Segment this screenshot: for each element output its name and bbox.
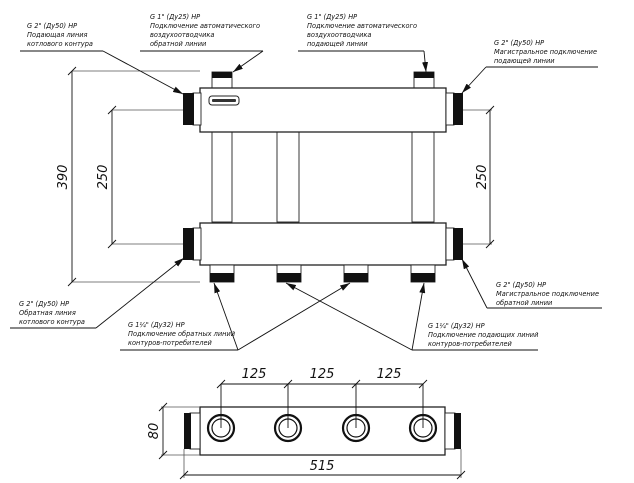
callout-air-vent-supply: G 1" (Ду25) НР Подключение автоматическо… bbox=[298, 13, 429, 73]
dimension-125-label: 125 bbox=[310, 367, 335, 382]
plan-right-nipple bbox=[444, 412, 456, 450]
leader-arrow bbox=[461, 258, 488, 309]
callout-return-boiler: G 2" (Ду50) НР Обратная линия котлового … bbox=[10, 257, 185, 329]
callout-consumer-return: G 1¼" (Ду32) НР Подключение обратных лин… bbox=[120, 282, 351, 351]
callout-text: Магистральное подключение bbox=[496, 290, 599, 298]
leader-arrow bbox=[102, 50, 184, 95]
callout-text: подающей линии bbox=[307, 40, 368, 48]
callout-text: контуров-потребителей bbox=[428, 340, 513, 348]
plan-left-nipple bbox=[189, 412, 201, 450]
dimension-125-label: 125 bbox=[377, 367, 402, 382]
tick bbox=[67, 66, 77, 76]
callout-text: обратной линии bbox=[496, 299, 553, 307]
callout-spec: G 1" (Ду25) НР bbox=[307, 13, 357, 21]
callout-consumer-supply: G 1¼" (Ду32) НР Подключение подающих лин… bbox=[285, 282, 539, 351]
dimension-515-label: 515 bbox=[310, 459, 335, 474]
thread bbox=[453, 228, 463, 260]
dimension-80-label: 80 bbox=[147, 423, 162, 440]
dimension-125-label: 125 bbox=[242, 367, 267, 382]
callout-text: котлового контура bbox=[19, 318, 85, 326]
front-view: 390 250 250 bbox=[56, 66, 495, 287]
logo-icon bbox=[212, 99, 236, 102]
lower-right-nipple bbox=[445, 227, 455, 261]
callout-text: контуров-потребителей bbox=[128, 339, 213, 347]
leader-arrow bbox=[232, 50, 264, 73]
thread bbox=[184, 413, 191, 449]
tick bbox=[216, 379, 226, 389]
tick bbox=[179, 470, 189, 480]
thread bbox=[212, 72, 232, 78]
callout-text: воздухоотводчика bbox=[150, 31, 214, 39]
dimension-250-right-label: 250 bbox=[475, 165, 490, 190]
callout-text: котлового контура bbox=[27, 40, 93, 48]
dimension-250-left-label: 250 bbox=[96, 165, 111, 190]
callout-spec: G 2" (Ду50) НР bbox=[496, 281, 546, 289]
thread bbox=[414, 72, 434, 78]
leader-arrow bbox=[213, 282, 239, 351]
thread bbox=[411, 273, 435, 282]
callout-text: Подающая линия bbox=[27, 31, 88, 39]
tick bbox=[158, 450, 168, 460]
tick bbox=[456, 470, 466, 480]
tick bbox=[67, 277, 77, 287]
callout-spec: G 2" (Ду50) НР bbox=[27, 22, 77, 30]
connecting-pipe-middle bbox=[276, 131, 300, 223]
callout-supply-boiler: G 2" (Ду50) НР Подающая линия котлового … bbox=[20, 22, 184, 95]
leader-arrow bbox=[411, 282, 426, 351]
leader-arrow bbox=[237, 282, 351, 351]
lower-left-nipple bbox=[192, 227, 202, 261]
tick bbox=[107, 239, 117, 249]
callout-text: Подключение подающих линий bbox=[428, 331, 539, 339]
thread bbox=[453, 93, 463, 125]
callout-spec: G 1¼" (Ду32) НР bbox=[128, 321, 185, 329]
lower-header bbox=[199, 222, 447, 266]
tick bbox=[485, 105, 495, 115]
tick bbox=[158, 402, 168, 412]
thread bbox=[210, 273, 234, 282]
tick bbox=[485, 239, 495, 249]
callout-main-return: G 2" (Ду50) НР Магистральное подключение… bbox=[461, 258, 602, 309]
plan-body bbox=[199, 406, 446, 456]
thread bbox=[277, 273, 301, 282]
connecting-pipe-right bbox=[411, 131, 435, 223]
callout-text: Магистральное подключение bbox=[494, 48, 597, 56]
leader-arrow bbox=[422, 50, 429, 73]
bottom-outlets bbox=[209, 264, 436, 283]
callout-text: Подключение автоматического bbox=[150, 22, 260, 30]
upper-left-nipple bbox=[192, 92, 202, 126]
callout-spec: G 2" (Ду50) НР bbox=[494, 39, 544, 47]
thread bbox=[454, 413, 461, 449]
upper-right-nipple bbox=[445, 92, 455, 126]
thread bbox=[183, 93, 194, 125]
callout-text: Обратная линия bbox=[19, 309, 76, 317]
leader-arrow bbox=[461, 66, 487, 94]
callout-spec: G 1" (Ду25) НР bbox=[150, 13, 200, 21]
callout-text: воздухоотводчика bbox=[307, 31, 371, 39]
tick bbox=[418, 379, 428, 389]
tick bbox=[283, 379, 293, 389]
tick bbox=[107, 105, 117, 115]
callout-air-vent-return: G 1" (Ду25) НР Подключение автоматическо… bbox=[140, 13, 264, 73]
callout-text: Подключение обратных линий bbox=[128, 330, 236, 338]
thread bbox=[344, 273, 368, 282]
leader-arrow bbox=[285, 282, 413, 351]
callout-spec: G 1¼" (Ду32) НР bbox=[428, 322, 485, 330]
callout-text: Подключение автоматического bbox=[307, 22, 417, 30]
tick bbox=[351, 379, 361, 389]
leader-arrow bbox=[95, 257, 185, 329]
dimension-390-label: 390 bbox=[56, 165, 71, 190]
callout-text: обратной линии bbox=[150, 40, 207, 48]
upper-header bbox=[199, 87, 447, 133]
connecting-pipe-left bbox=[211, 131, 233, 223]
plan-view: 125 125 125 80 515 bbox=[147, 367, 466, 480]
callout-spec: G 2" (Ду50) НР bbox=[19, 300, 69, 308]
callout-text: подающей линии bbox=[494, 57, 555, 65]
callout-main-supply: G 2" (Ду50) НР Магистральное подключение… bbox=[461, 39, 598, 94]
thread bbox=[183, 228, 194, 260]
